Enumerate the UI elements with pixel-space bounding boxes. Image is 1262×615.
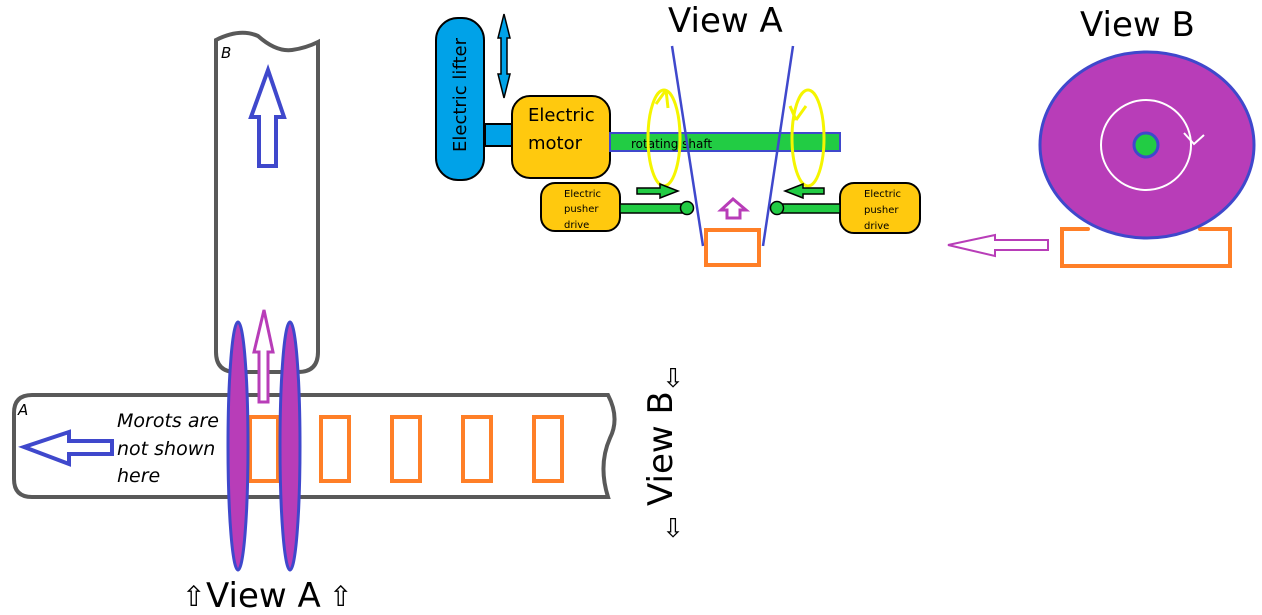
pusher-right-line2: pusher — [864, 205, 899, 216]
view-a-marker-label: View A — [206, 576, 321, 615]
pusher-rod-left — [619, 203, 685, 214]
pusher-right-line3: drive — [864, 221, 889, 232]
pusher-left-line2: pusher — [564, 204, 599, 215]
disc-rotation-arrowhead — [1183, 132, 1205, 146]
pusher-right-line1: Electric — [864, 189, 901, 200]
shaft-end — [1132, 131, 1160, 159]
pusher-left-line1: Electric — [564, 189, 601, 200]
disc-side-right — [761, 45, 795, 247]
pusher-head-right — [769, 200, 785, 216]
push-arrow-left — [636, 182, 681, 200]
exit-direction-arrow — [947, 233, 1049, 258]
conveyor-a-flow-arrow — [18, 429, 114, 467]
rotation-indicator-right — [788, 88, 826, 188]
rotating-shaft — [609, 132, 841, 152]
side-view-title: View A — [668, 1, 783, 41]
pusher-head-left — [679, 200, 695, 216]
transfer-direction-arrow — [252, 309, 275, 404]
disc-side-left — [670, 45, 705, 247]
view-a-marker-right-arrow: ⇧ — [329, 580, 352, 613]
electric-motor-label-line1: Electric — [528, 105, 595, 126]
carrot-slot — [248, 415, 280, 483]
view-b-marker-left-arrow: ⇧ — [662, 511, 684, 541]
electric-lifter-label: Electric lifter — [450, 37, 471, 152]
view-b-marker-label: View B — [641, 391, 681, 506]
carrot-slots — [248, 415, 564, 483]
conveyor-a-note-line1: Morots are — [117, 410, 219, 432]
lifter-updown-arrow — [497, 13, 511, 99]
view-b-marker-right-arrow: ⇧ — [662, 361, 684, 391]
lift-arrow — [717, 197, 751, 220]
carrot-slot — [532, 415, 564, 483]
conveyor-a-label: A — [17, 401, 28, 419]
carrot-slot — [390, 415, 422, 483]
transfer-disc-right — [278, 320, 302, 572]
pusher-left-line3: drive — [564, 220, 589, 231]
electric-lifter — [435, 17, 485, 181]
electric-motor-label-line2: motor — [528, 133, 583, 154]
lifter-coupling — [484, 123, 513, 147]
view-a-marker-left-arrow: ⇧ — [182, 580, 205, 613]
disc-rotation-indicator — [1100, 99, 1192, 191]
carrot-slot-side — [704, 228, 761, 267]
carrot-slot — [461, 415, 493, 483]
carrot-slot-end — [1060, 227, 1232, 268]
conveyor-b-flow-arrow — [248, 63, 287, 168]
push-arrow-right — [782, 182, 825, 200]
conveyor-a-note-line2: not shown — [117, 438, 215, 460]
end-view-title: View B — [1080, 5, 1195, 45]
conveyor-a-note-line3: here — [117, 465, 160, 487]
pusher-rod-right — [780, 203, 841, 214]
conveyor-b-label: B — [221, 44, 231, 62]
transfer-disc-left — [226, 320, 250, 572]
carrot-slot — [319, 415, 351, 483]
rotating-shaft-label: rotating shaft — [631, 137, 712, 151]
